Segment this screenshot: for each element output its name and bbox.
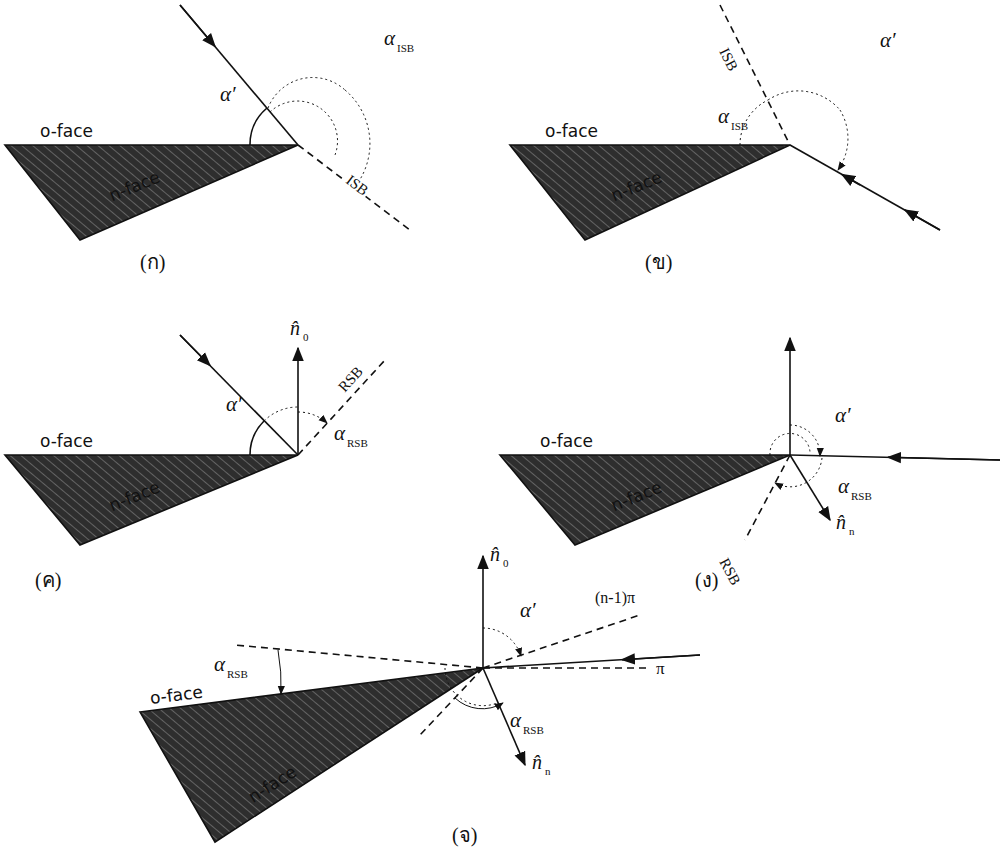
normal-label: n̂ xyxy=(490,544,500,564)
angle-subscript: ISB xyxy=(731,121,748,132)
panel-label: (จ) xyxy=(452,825,477,845)
angle-label: α xyxy=(334,423,345,444)
boundary-label: ISB xyxy=(341,172,372,200)
boundary-label: ISB xyxy=(715,44,741,75)
panel-label: (ข) xyxy=(645,252,672,272)
angle-label: α xyxy=(214,654,225,675)
normal-subscript: n xyxy=(545,766,551,777)
panel-label: (ก) xyxy=(140,252,165,272)
angle-subscript: RSB xyxy=(227,669,248,680)
angle-subscript: RSB xyxy=(523,725,544,736)
panel-label: (ค) xyxy=(35,570,61,590)
normal-subscript: 0 xyxy=(303,332,309,343)
normal-label: n̂ xyxy=(290,318,300,338)
face-label: o-face xyxy=(149,684,204,707)
normal-label: n̂ xyxy=(532,752,542,772)
angle-label: α xyxy=(838,476,849,497)
angle-label: α′ xyxy=(220,84,236,105)
angle-label: α xyxy=(510,710,521,731)
angle-label: α xyxy=(384,28,395,49)
angle-label: α′ xyxy=(835,405,851,426)
angle-subscript: RSB xyxy=(851,491,872,502)
normal-subscript: 0 xyxy=(503,558,509,569)
face-label: o-face xyxy=(545,123,598,140)
boundary-label: RSB xyxy=(715,554,743,590)
angle-subscript: RSB xyxy=(347,438,368,449)
normal-label: n̂ xyxy=(836,512,846,532)
angle-label: α xyxy=(718,106,729,127)
angle-label: α′ xyxy=(520,600,536,621)
angle-value: π xyxy=(656,660,665,677)
angle-subscript: ISB xyxy=(397,43,414,54)
angle-label: α′ xyxy=(880,30,896,51)
face-label: o-face xyxy=(40,123,93,140)
boundary-label: RSB xyxy=(334,362,367,396)
normal-subscript: n xyxy=(849,526,855,537)
angle-label: α′ xyxy=(226,394,242,415)
panel-label: (ง) xyxy=(695,570,718,590)
face-label: o-face xyxy=(540,433,593,450)
face-label: o-face xyxy=(40,433,93,450)
angle-value: (n-1)π xyxy=(595,590,635,606)
